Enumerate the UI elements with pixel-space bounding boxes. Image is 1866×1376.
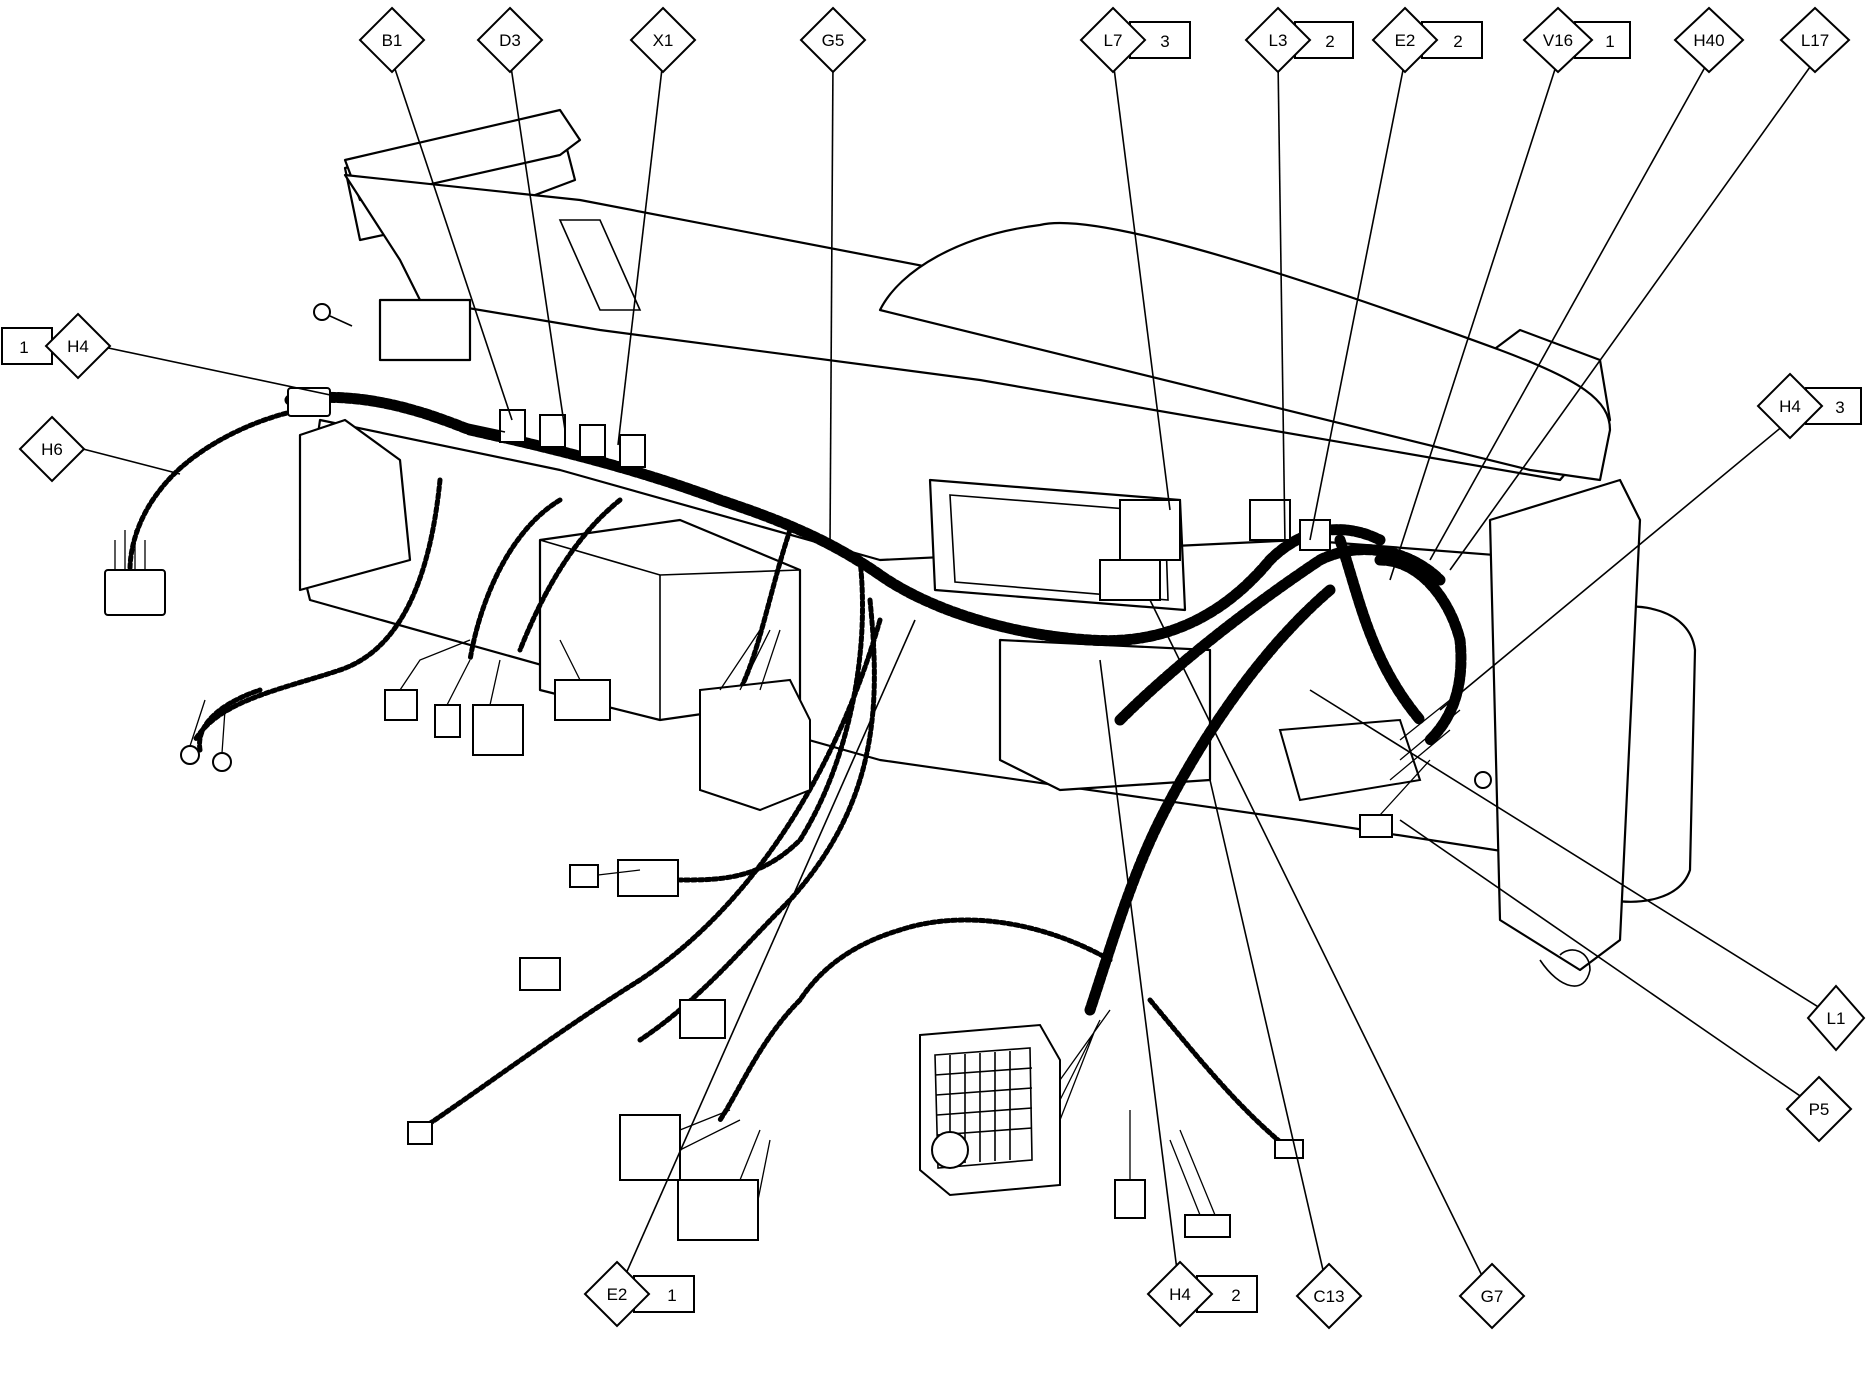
callout-e2-top-number: 2 [1453, 32, 1462, 51]
callout-x1-label: X1 [653, 31, 674, 50]
callout-p5: P5 [1785, 1075, 1853, 1143]
callout-l3: L3 2 [1244, 6, 1354, 74]
callout-e2-bottom-label: E2 [607, 1285, 628, 1304]
callout-l1-label: L1 [1827, 1009, 1846, 1028]
callout-v16-label: V16 [1543, 31, 1573, 50]
callout-e2-top: E2 2 [1371, 6, 1483, 74]
callout-l17: L17 [1779, 6, 1851, 74]
callout-l7: L7 3 [1079, 6, 1191, 74]
callout-l17-label: L17 [1801, 31, 1829, 50]
callout-e2-bottom: E2 1 [583, 1260, 695, 1328]
callout-g7-label: G7 [1481, 1287, 1504, 1306]
callout-h4-left-label: H4 [67, 337, 89, 356]
callout-l1: L1 [1806, 984, 1866, 1052]
callout-d3-label: D3 [499, 31, 521, 50]
callout-h40-label: H40 [1693, 31, 1724, 50]
callout-h4-right: H4 3 [1756, 372, 1862, 440]
callout-g7: G7 [1458, 1262, 1526, 1330]
callout-c13: C13 [1295, 1262, 1363, 1330]
callout-g5-label: G5 [822, 31, 845, 50]
callout-p5-label: P5 [1809, 1100, 1830, 1119]
callout-h6-label: H6 [41, 440, 63, 459]
callout-h6: H6 [18, 415, 86, 483]
callout-l3-label: L3 [1269, 31, 1288, 50]
callout-l7-label: L7 [1104, 31, 1123, 50]
callout-l3-number: 2 [1325, 32, 1334, 51]
callout-x1: X1 [629, 6, 697, 74]
callout-g5: G5 [799, 6, 867, 74]
callout-b1: B1 [358, 6, 426, 74]
callout-h4-bottom: H4 2 [1146, 1260, 1258, 1328]
callout-h4-left-number: 1 [19, 338, 28, 357]
wiring-harness [127, 391, 1467, 1153]
callout-h4-left: 1 H4 [1, 312, 112, 380]
callout-e2-bottom-number: 1 [667, 1286, 676, 1305]
callout-h40: H40 [1673, 6, 1745, 74]
callout-c13-label: C13 [1313, 1287, 1344, 1306]
callout-h4-right-number: 3 [1835, 398, 1844, 417]
connectors [104, 387, 1492, 1241]
callout-d3: D3 [476, 6, 544, 74]
callout-h4-bottom-label: H4 [1169, 1285, 1191, 1304]
callout-b1-label: B1 [382, 31, 403, 50]
callout-h4-bottom-number: 2 [1231, 1286, 1240, 1305]
dashboard-panel [298, 108, 1697, 987]
callout-e2-top-label: E2 [1395, 31, 1416, 50]
callout-h4-right-label: H4 [1779, 397, 1801, 416]
callout-v16-number: 1 [1605, 32, 1614, 51]
callout-leaders [82, 59, 1837, 1297]
callout-l7-number: 3 [1160, 32, 1169, 51]
callout-v16: V16 1 [1522, 6, 1631, 74]
